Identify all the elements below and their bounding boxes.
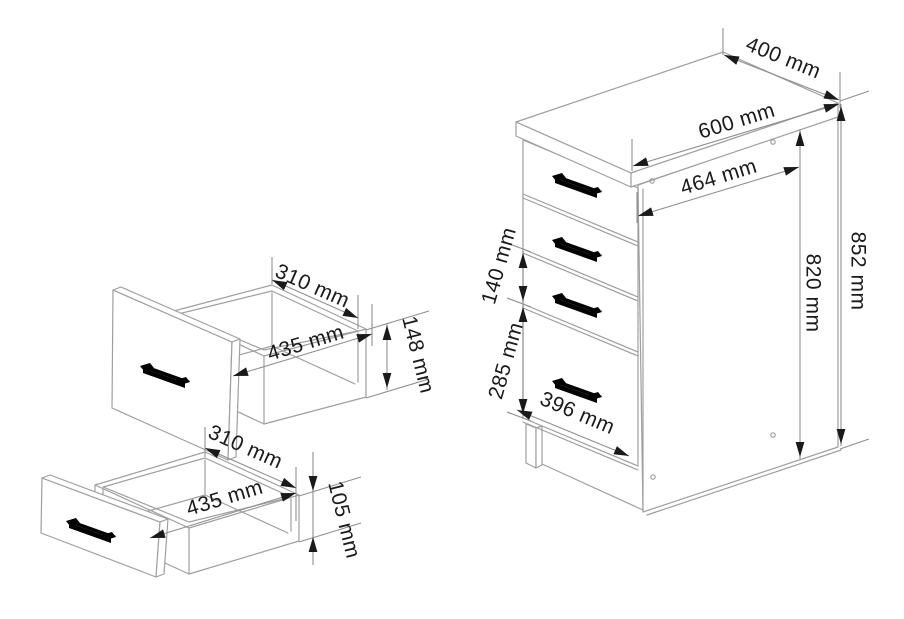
cabinet-leg-side <box>535 425 543 469</box>
cabinet-side-panel-bottom-edge <box>646 449 842 516</box>
top-drawer-figure <box>111 284 367 461</box>
pin-hole <box>770 432 776 438</box>
cabinet-plinth-floor-edge <box>541 463 644 511</box>
bottom-drawer-figure <box>40 451 300 578</box>
cabinet-leg <box>525 423 537 469</box>
dimension-label: 820 mm <box>801 254 824 333</box>
dim-top-drawer-height: 148 mm <box>365 310 439 399</box>
drawer-gap-1 <box>522 193 639 247</box>
cabinet-figure <box>515 51 842 516</box>
dimension-label: 105 mm <box>323 479 364 561</box>
dimension-label: 285 mm <box>484 320 528 402</box>
drawer-gap-3 <box>522 303 639 357</box>
pin-hole <box>650 474 656 480</box>
dim-cabinet-carcass-height: 820 mm <box>795 129 824 459</box>
drawer-gap-2 <box>522 248 639 302</box>
dimension-label: 148 mm <box>397 314 438 396</box>
dim-cabinet-total-height: 852 mm <box>836 90 869 450</box>
pin-hole <box>649 178 655 184</box>
dim-bottom-drawer-height: 105 mm <box>298 452 365 565</box>
drawer-front-panel-side-edge <box>227 338 241 461</box>
cabinet-bottom-rail-edge <box>522 421 639 471</box>
pin-hole <box>770 139 776 145</box>
dimension-label: 140 mm <box>477 225 521 307</box>
dimension-label: 852 mm <box>846 232 869 311</box>
